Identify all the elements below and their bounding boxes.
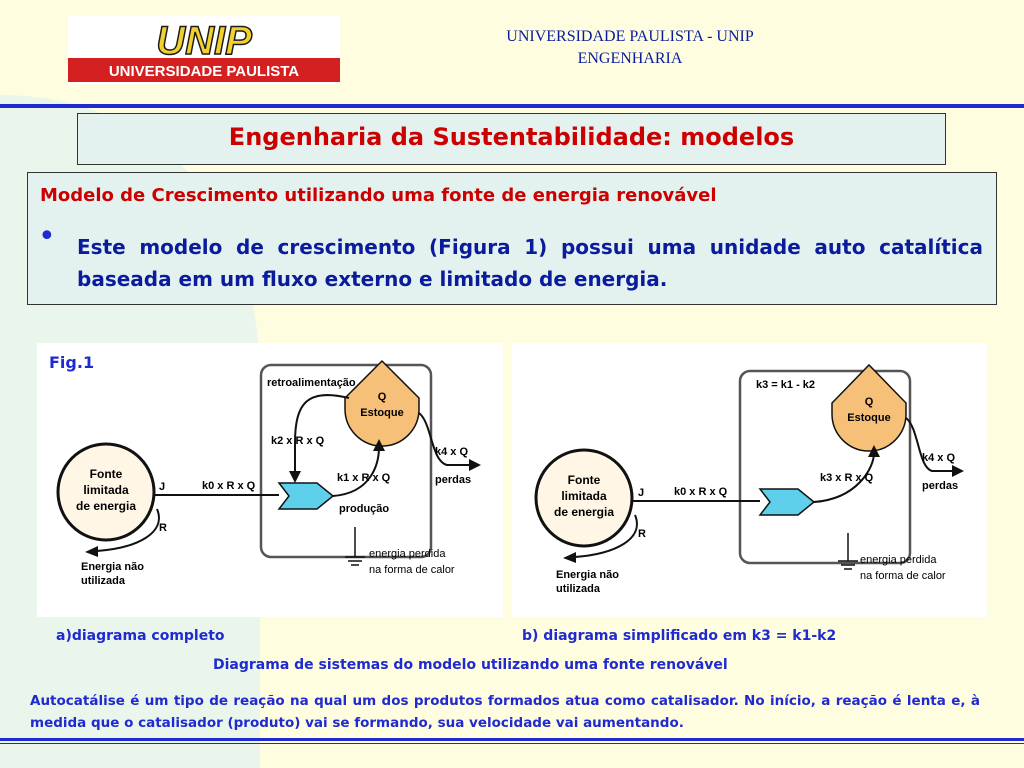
feedback-flow-label: k2 x R x Q [271, 435, 325, 447]
slide-title: Engenharia da Sustentabilidade: modelos [228, 123, 795, 151]
production-flow-label: k1 x R x Q [337, 472, 391, 484]
k3-definition: k3 = k1 - k2 [756, 379, 815, 391]
footer-rule-thin [0, 743, 1024, 744]
source-label-b-1: Fonte [568, 473, 601, 487]
source-label-a-1: Fonte [90, 467, 123, 481]
diagram-simplified: k3 = k1 - k2 Fonte limitada de energia J… [534, 363, 964, 595]
inflow-label-b: k0 x R x Q [674, 486, 728, 498]
source-label-b-2: limitada [561, 489, 607, 503]
source-label-b-3: de energia [554, 505, 614, 519]
r-label-a: R [159, 522, 167, 534]
heat-loss-b-1: energia perdida [860, 554, 937, 566]
figure-panel-a: Fig.1 Fonte limitada de energia J k0 x R… [37, 343, 503, 617]
outflow-label-b: k4 x Q [922, 452, 955, 464]
loss-label-a: perdas [435, 474, 471, 486]
source-label-a-3: de energia [76, 499, 136, 513]
storage-label-b: Estoque [847, 412, 890, 424]
logo-word: UNIP [156, 19, 252, 63]
heat-loss-a-1: energia perdida [369, 548, 446, 560]
header-rule [0, 104, 1024, 108]
unip-logo: UNIP UNIVERSIDADE PAULISTA [68, 16, 340, 84]
university-name: UNIVERSIDADE PAULISTA - UNIP [506, 28, 754, 45]
production-label: produção [339, 503, 389, 515]
outflow-label-a: k4 x Q [435, 446, 468, 458]
j-label-b: J [638, 487, 644, 499]
diagram-complete: Fonte limitada de energia J k0 x R x Q R… [56, 359, 481, 587]
storage-label-a: Estoque [360, 407, 403, 419]
unused-a-2: utilizada [81, 575, 126, 587]
bullet-text: Este modelo de crescimento (Figura 1) po… [77, 235, 983, 291]
heat-loss-a-2: na forma de calor [369, 564, 455, 576]
footer-rule [0, 738, 1024, 741]
content-heading: Modelo de Crescimento utilizando uma fon… [40, 185, 717, 206]
production-flow-label-b: k3 x R x Q [820, 472, 874, 484]
loss-label-b: perdas [922, 480, 958, 492]
figure-panel-b: k3 = k1 - k2 Fonte limitada de energia J… [512, 343, 987, 617]
header-text: UNIVERSIDADE PAULISTA - UNIP ENGENHARIA [420, 26, 840, 70]
unused-b-1: Energia não [556, 569, 619, 581]
logo-subtitle: UNIVERSIDADE PAULISTA [109, 63, 299, 80]
footer-text: Autocatálise é um tipo de reação na qual… [30, 693, 980, 731]
storage-q-b: Q [865, 396, 874, 408]
figure-label: Fig.1 [49, 353, 95, 372]
content-box: Modelo de Crescimento utilizando uma fon… [27, 172, 997, 305]
bullet-icon: • [38, 219, 56, 254]
source-label-a-2: limitada [83, 483, 129, 497]
department-name: ENGENHARIA [577, 50, 683, 67]
caption-a: a)diagrama completo [56, 628, 225, 644]
feedback-label: retroalimentação [267, 377, 356, 389]
caption-main: Diagrama de sistemas do modelo utilizand… [213, 657, 728, 673]
caption-b: b) diagrama simplificado em k3 = k1-k2 [522, 628, 837, 644]
title-box: Engenharia da Sustentabilidade: modelos [77, 113, 946, 165]
r-label-b: R [638, 528, 646, 540]
unused-b-2: utilizada [556, 583, 601, 595]
storage-q-a: Q [378, 391, 387, 403]
j-label-a: J [159, 481, 165, 493]
inflow-label-a: k0 x R x Q [202, 480, 256, 492]
unused-a-1: Energia não [81, 561, 144, 573]
heat-loss-b-2: na forma de calor [860, 570, 946, 582]
